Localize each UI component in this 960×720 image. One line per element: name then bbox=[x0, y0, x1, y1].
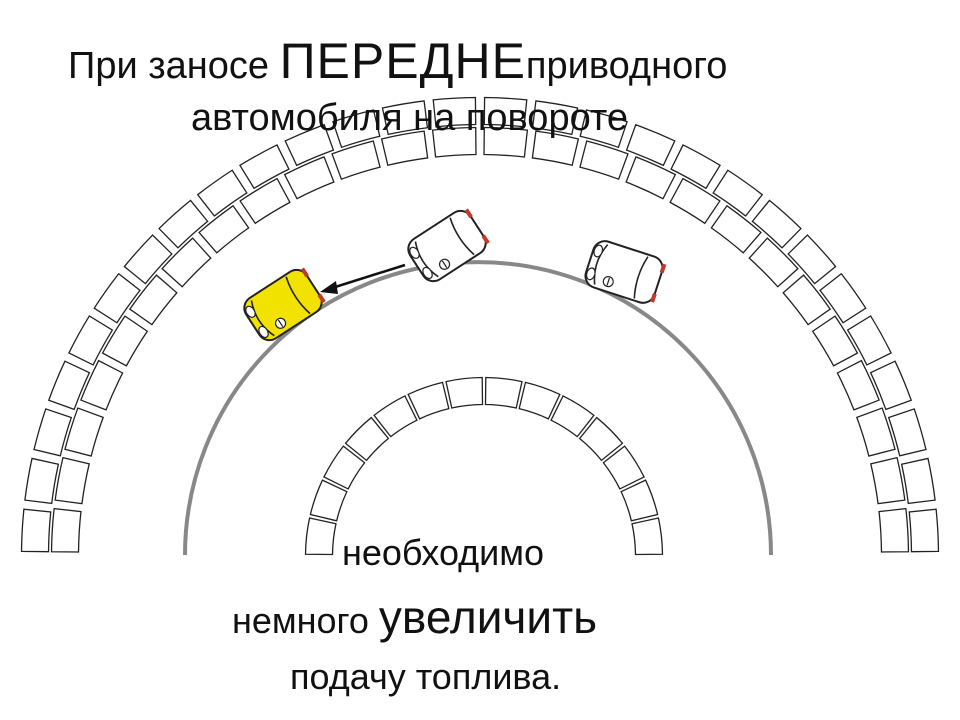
curb-block bbox=[836, 359, 880, 411]
curb-block bbox=[670, 144, 721, 190]
curb-block bbox=[855, 407, 896, 457]
caption-part-1: немного bbox=[232, 600, 379, 641]
curb-block bbox=[531, 100, 579, 136]
curb-block bbox=[239, 177, 291, 225]
caption-line-2: немного увеличить bbox=[232, 590, 597, 644]
curb-block bbox=[24, 457, 60, 505]
title-part-2: приводного bbox=[525, 45, 728, 87]
curb-block bbox=[908, 508, 940, 553]
curb-block bbox=[787, 234, 837, 285]
curb-block bbox=[196, 169, 248, 217]
curb-block bbox=[710, 204, 762, 254]
curb-block bbox=[161, 237, 212, 288]
inner-curb-blocks bbox=[304, 376, 664, 556]
curb-block bbox=[47, 360, 91, 411]
outer-curb-blocks bbox=[20, 96, 940, 553]
curb-block bbox=[748, 237, 799, 288]
curb-block bbox=[380, 130, 429, 167]
title-line-2: автомобиля на повороте bbox=[191, 97, 628, 139]
caption-emphasis: увеличить bbox=[378, 591, 598, 643]
title-line-1: При заносе ПЕРЕДНЕприводного bbox=[68, 32, 727, 90]
curb-block bbox=[483, 126, 529, 158]
curb-block bbox=[518, 381, 561, 420]
curb-block bbox=[283, 156, 335, 200]
car-middle bbox=[407, 208, 490, 283]
curb-block bbox=[751, 199, 802, 249]
curb-block bbox=[20, 508, 52, 553]
curb-block bbox=[332, 109, 381, 149]
curb-block bbox=[381, 100, 429, 136]
curb-block bbox=[284, 123, 335, 167]
movement-arrow bbox=[320, 263, 406, 294]
curb-block bbox=[578, 416, 624, 462]
curb-block bbox=[782, 274, 832, 326]
curb-block bbox=[811, 315, 859, 367]
curb-block bbox=[123, 234, 173, 285]
curb-block bbox=[483, 96, 528, 128]
curb-block bbox=[869, 360, 913, 411]
curb-block bbox=[33, 408, 73, 457]
curb-block bbox=[712, 169, 764, 217]
curb-block bbox=[819, 272, 867, 324]
road-centerline bbox=[183, 260, 773, 556]
curb-block bbox=[669, 177, 721, 225]
curb-block bbox=[900, 457, 936, 505]
curb-block bbox=[64, 407, 105, 457]
curb-block bbox=[80, 359, 124, 411]
curb-block bbox=[128, 274, 178, 326]
curb-block bbox=[373, 395, 418, 438]
curb-block bbox=[602, 445, 645, 490]
curb-block bbox=[304, 517, 337, 556]
curb-block bbox=[323, 445, 366, 490]
title-part-1: При заносе bbox=[68, 45, 280, 87]
caption-line-1: необходимо bbox=[342, 532, 545, 573]
curb-block bbox=[869, 456, 906, 505]
curb-block bbox=[887, 408, 927, 457]
curb-block bbox=[846, 315, 892, 366]
curb-block bbox=[445, 376, 484, 409]
curb-block bbox=[579, 109, 628, 149]
skidding-car-yellow bbox=[243, 267, 326, 342]
curb-block bbox=[484, 376, 523, 409]
caption-line-3: подачу топлива. bbox=[290, 656, 562, 697]
curb-block bbox=[101, 315, 149, 367]
curb-block bbox=[239, 144, 290, 190]
curb-block bbox=[550, 395, 595, 438]
curb-block bbox=[431, 126, 477, 158]
curb-block bbox=[309, 479, 348, 522]
curb-block bbox=[158, 199, 209, 249]
curb-block bbox=[331, 140, 381, 181]
curb-block bbox=[579, 140, 629, 181]
curb-block bbox=[407, 381, 450, 420]
car-right bbox=[584, 240, 667, 304]
title-emphasis: ПЕРЕДНЕ bbox=[279, 33, 526, 89]
curb-block bbox=[432, 96, 477, 128]
curb-block bbox=[625, 123, 676, 167]
curb-block bbox=[531, 130, 580, 167]
curb-block bbox=[625, 156, 677, 200]
curb-block bbox=[878, 507, 910, 553]
curb-block bbox=[344, 416, 390, 462]
curb-block bbox=[54, 456, 91, 505]
curb-block bbox=[93, 272, 141, 324]
curb-block bbox=[198, 204, 250, 254]
curb-block bbox=[620, 479, 659, 522]
curb-block bbox=[50, 507, 82, 553]
curb-block bbox=[68, 315, 114, 366]
curb-block bbox=[631, 517, 664, 556]
